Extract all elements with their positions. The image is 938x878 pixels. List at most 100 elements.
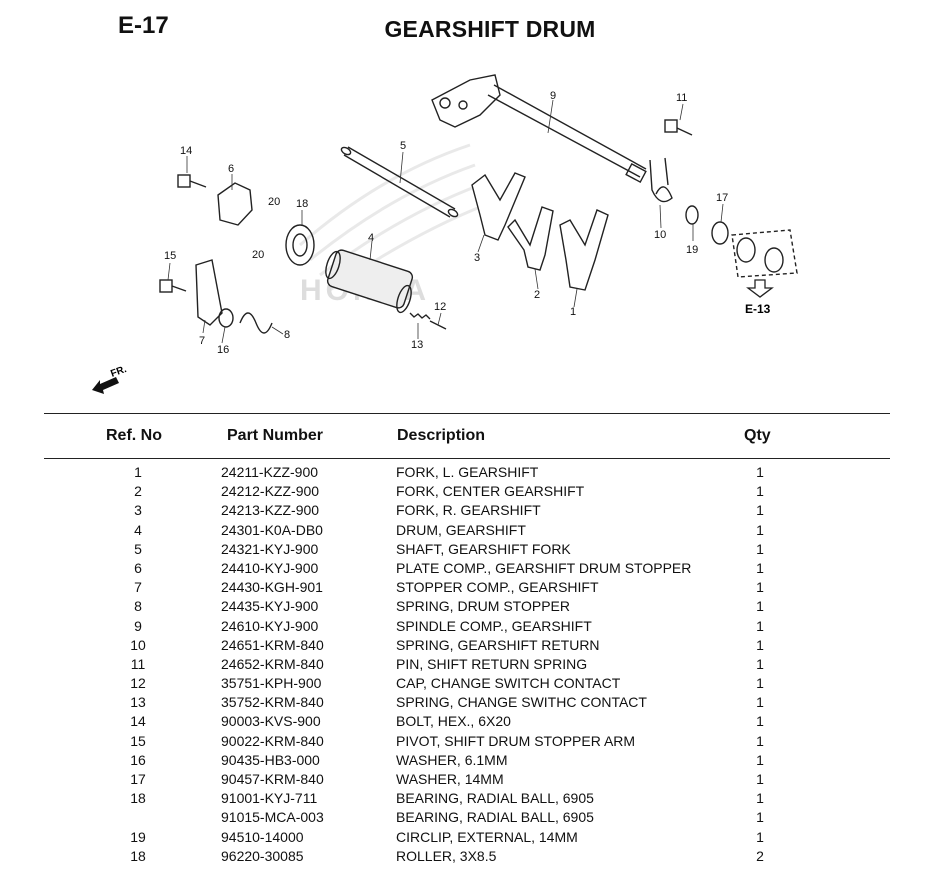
callout-label: 11 — [676, 92, 687, 104]
stopper-arm-part — [195, 259, 223, 326]
qty-cell: 1 — [756, 540, 764, 557]
hex-bolt-part — [177, 174, 207, 188]
description-cell: PIVOT, SHIFT DRUM STOPPER ARM — [396, 732, 636, 749]
section-code: E-17 — [118, 12, 169, 39]
ref-cell: 3 — [134, 502, 142, 519]
description-cell: CIRCLIP, EXTERNAL, 14MM — [396, 828, 578, 845]
table-row: 12 35751-KPH-900 CAP, CHANGE SWITCH CONTAC… — [0, 674, 938, 693]
callout-label: 1 — [570, 306, 576, 318]
part-number-cell: 24410-KYJ-900 — [221, 559, 319, 576]
qty-cell: 1 — [756, 636, 764, 653]
part-number-cell: 24213-KZZ-900 — [221, 502, 320, 519]
col-header-ref: Ref. No — [106, 427, 162, 444]
description-cell: BOLT, HEX., 6X20 — [396, 713, 511, 730]
description-cell: BEARING, RADIAL BALL, 6905 — [396, 790, 594, 807]
callout-label: 8 — [284, 329, 290, 341]
callout-label: 17 — [716, 192, 728, 204]
callout-label: 9 — [550, 90, 556, 102]
part-number-cell: 24651-KRM-840 — [221, 636, 324, 653]
description-cell: SPRING, DRUM STOPPER — [396, 598, 570, 615]
qty-cell: 1 — [756, 809, 764, 826]
ref-cell: 1 — [134, 464, 142, 480]
callout-label: 6 — [228, 163, 234, 175]
part-number-cell: 90457-KRM-840 — [221, 771, 324, 787]
description-cell: PLATE COMP., GEARSHIFT DRUM STOPPER — [396, 559, 692, 576]
qty-cell: 1 — [756, 483, 764, 500]
bearing-group-box — [731, 229, 798, 278]
table-row: 91015-MCA-003 BEARING, RADIAL BALL, 6905 1 — [0, 808, 938, 827]
callout-label: 13 — [411, 339, 423, 351]
part-number-cell: 90022-KRM-840 — [221, 732, 324, 749]
qty-cell: 1 — [756, 559, 764, 576]
callout-label: 14 — [180, 145, 192, 157]
description-cell: BEARING, RADIAL BALL, 6905 — [396, 809, 594, 826]
ref-cell: 18 — [130, 847, 146, 864]
callout-label: 10 — [654, 229, 666, 241]
ref-cell: 17 — [130, 771, 146, 787]
part-number-cell: 24430-KGH-901 — [221, 579, 323, 596]
front-direction-label: FR. — [109, 364, 128, 380]
table-row: 18 91001-KYJ-711 BEARING, RADIAL BALL, 690… — [0, 789, 938, 808]
qty-cell: 1 — [756, 655, 764, 672]
description-cell: FORK, R. GEARSHIFT — [396, 502, 541, 519]
ref-cell: 2 — [134, 483, 142, 500]
description-cell: SHAFT, GEARSHIFT FORK — [396, 540, 571, 557]
part-number-cell: 24321-KYJ-900 — [221, 540, 319, 557]
qty-cell: 1 — [756, 751, 764, 768]
gearshift-fork-part — [507, 206, 554, 271]
ref-cell: 8 — [134, 598, 142, 615]
qty-cell: 1 — [756, 675, 764, 692]
exploded-parts-diagram: HONDA — [92, 74, 798, 394]
description-cell: FORK, L. GEARSHIFT — [396, 464, 539, 480]
qty-cell: 1 — [756, 521, 764, 538]
description-cell: SPRING, GEARSHIFT RETURN — [396, 636, 600, 653]
gearshift-fork-part — [471, 172, 526, 241]
qty-cell: 1 — [756, 502, 764, 519]
qty-cell: 1 — [756, 713, 764, 730]
qty-cell: 1 — [756, 828, 764, 845]
qty-cell: 1 — [756, 771, 764, 787]
gearshift-fork-shaft-part — [340, 146, 459, 218]
qty-cell: 1 — [756, 617, 764, 634]
description-cell: CAP, CHANGE SWITCH CONTACT — [396, 675, 621, 692]
col-header-part-number: Part Number — [227, 427, 324, 444]
part-number-cell: 94510-14000 — [221, 828, 304, 845]
ref-cell: 5 — [134, 540, 142, 557]
part-number-cell: 91015-MCA-003 — [221, 809, 324, 826]
part-number-cell: 24652-KRM-840 — [221, 655, 324, 672]
description-cell: WASHER, 6.1MM — [396, 751, 508, 768]
switch-contact-spring-part — [409, 312, 431, 320]
ref-cell: 9 — [134, 617, 142, 634]
callout-label: 20 — [252, 249, 264, 261]
qty-cell: 1 — [756, 579, 764, 596]
part-number-cell: 24211-KZZ-900 — [221, 464, 319, 480]
ref-cell: 18 — [130, 790, 146, 807]
part-number-cell: 24610-KYJ-900 — [221, 617, 319, 634]
drum-stopper-spring-part — [239, 312, 273, 334]
ref-cell: 12 — [130, 675, 146, 692]
spring-pin-part — [664, 119, 693, 136]
callout-label: 7 — [199, 335, 205, 347]
table-header-rule — [44, 458, 890, 459]
page-title: GEARSHIFT DRUM — [384, 16, 596, 42]
qty-cell: 1 — [756, 464, 764, 480]
circlip-part — [685, 205, 699, 225]
part-number-cell: 91001-KYJ-711 — [221, 790, 318, 807]
part-number-cell: 24301-K0A-DB0 — [221, 521, 323, 538]
part-number-cell: 35751-KPH-900 — [221, 675, 322, 692]
callout-label: 18 — [296, 198, 308, 210]
table-top-rule — [44, 413, 890, 414]
qty-cell: 1 — [756, 598, 764, 615]
part-number-cell: 24435-KYJ-900 — [221, 598, 319, 615]
col-header-qty: Qty — [744, 427, 771, 444]
